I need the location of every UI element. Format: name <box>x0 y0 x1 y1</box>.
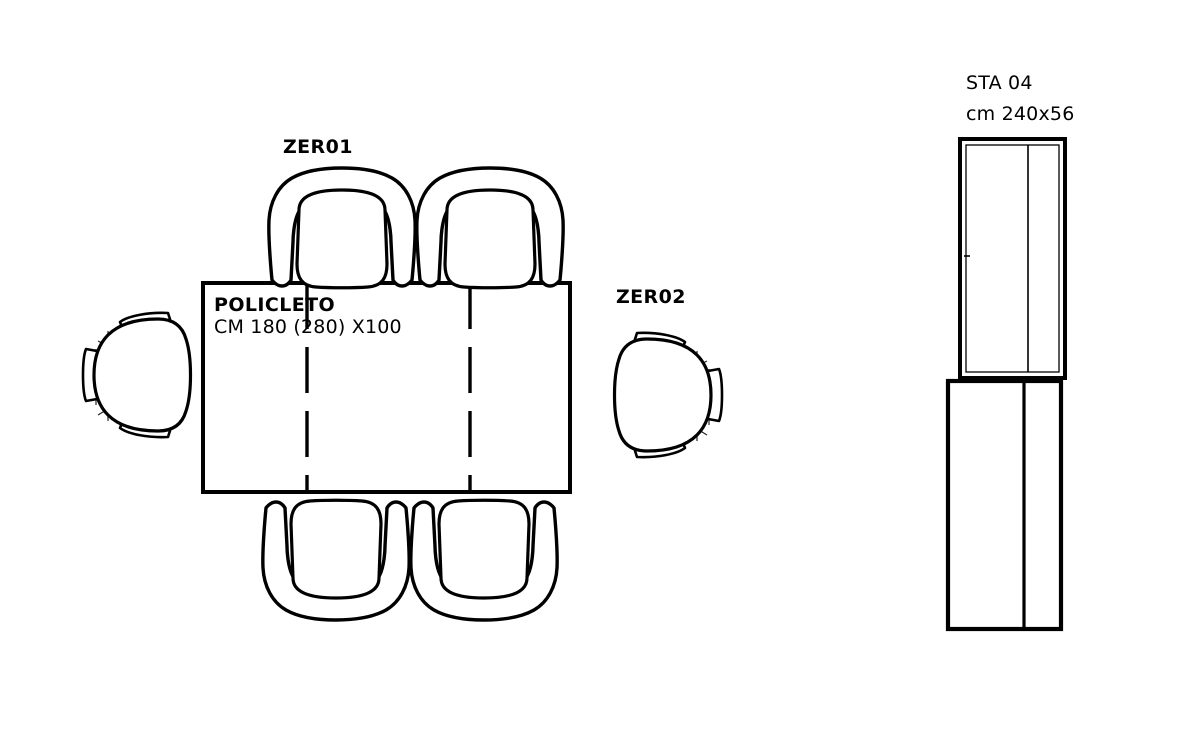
cabinet-upper-inner-reveal <box>965 144 1060 373</box>
table-policleto <box>201 281 572 494</box>
cabinet-sta04 <box>945 137 1067 632</box>
label-chair-group-side: ZER02 <box>616 286 686 308</box>
table-outline <box>201 281 572 494</box>
label-cabinet-name: STA 04 <box>966 72 1033 94</box>
label-table-name: POLICLETO <box>214 294 335 316</box>
label-chair-group-top: ZER01 <box>283 136 353 158</box>
chair-bottom-right <box>409 498 559 622</box>
chair-top-left <box>267 166 417 290</box>
cabinet-lower-outline <box>945 378 1064 632</box>
label-cabinet-dimensions: cm 240x56 <box>966 103 1075 125</box>
chair-right-side <box>612 331 724 459</box>
label-table-dimensions: CM 180 (280) X100 <box>214 316 402 338</box>
chair-top-right <box>415 166 565 290</box>
cabinet-upper-outline <box>958 137 1067 380</box>
chair-bottom-left <box>261 498 411 622</box>
chair-left-side <box>81 311 193 439</box>
